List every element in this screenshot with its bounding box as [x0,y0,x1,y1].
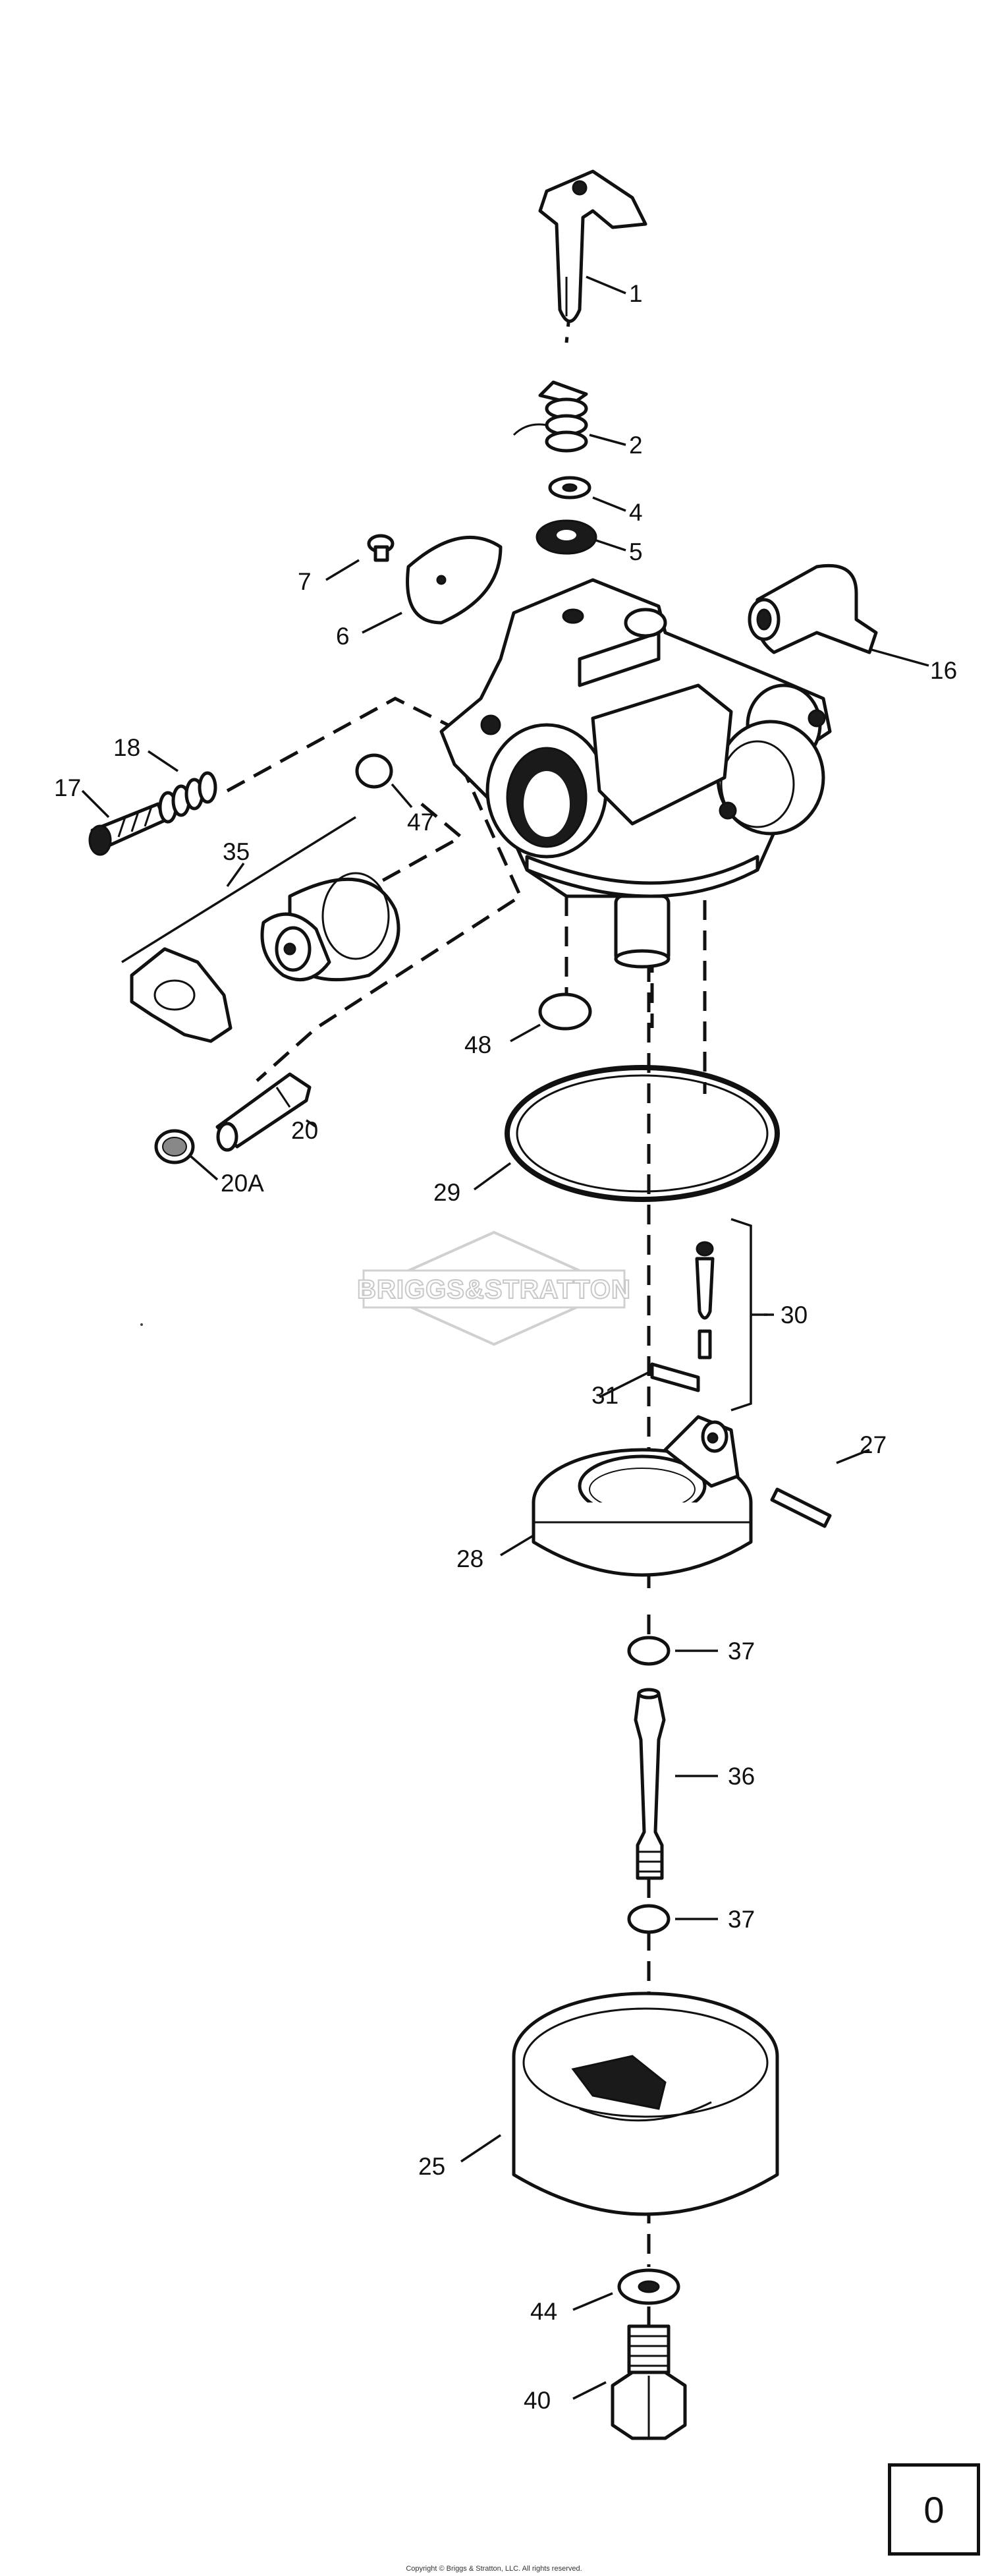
part-pump-cap [154,1129,195,1164]
part-main-jet-nozzle [634,1688,666,1880]
copyright-notice: Copyright © Briggs & Stratton, LLC. All … [406,2565,582,2573]
label-part-20a: 20A [221,1170,264,1197]
label-part-44: 44 [530,2298,557,2325]
part-washer [548,476,591,500]
label-part-18: 18 [113,734,140,761]
part-o-ring-small [355,753,393,789]
part-primer-bulb [130,872,400,1043]
label-part-4: 4 [629,499,643,526]
label-part-27: 27 [860,1431,887,1458]
page-number: 0 [923,2488,945,2531]
part-fuel-inlet-elbow [748,563,878,654]
label-part-48: 48 [464,1031,491,1058]
part-welch-plug [538,992,592,1031]
part-dust-seal [535,519,597,555]
label-part-28: 28 [456,1545,483,1572]
part-float [532,1415,753,1577]
label-part-31: 31 [591,1382,618,1409]
part-needle-clip [650,1362,700,1392]
label-part-6: 6 [336,623,350,650]
part-pump-pin [215,1072,312,1152]
leader-lines [81,275,929,2400]
part-bowl-nut [611,2324,687,2440]
label-part-47: 47 [407,809,434,836]
part-float-bowl [512,1991,779,2216]
label-part-16: 16 [930,657,957,684]
label-part-20: 20 [291,1117,318,1144]
part-bowl-washer-upper [627,1636,671,1666]
label-part-17: 17 [54,774,81,801]
label-part-35: 35 [223,838,250,865]
label-part-36: 36 [728,1763,755,1790]
part-idle-screw-spring [158,771,217,824]
label-part-7: 7 [298,568,312,595]
part-choke-plate [406,536,503,625]
part-inlet-needle [695,1241,715,1360]
part-choke-shaft [538,169,647,323]
watermark-text: BRIGGS&STRATTON [357,1275,631,1304]
label-part-25: 25 [418,2153,445,2180]
stray-dot [140,1323,143,1326]
label-part-1: 1 [629,280,643,307]
part-float-bowl-gasket [505,1065,780,1202]
label-part-29: 29 [433,1179,460,1206]
label-part-37-upper: 37 [728,1638,755,1665]
label-part-37-lower: 37 [728,1906,755,1933]
label-part-40: 40 [524,2387,551,2414]
part-labels: 1 2 4 5 7 6 16 18 17 47 35 48 20 20A 29 … [54,280,957,2414]
part-choke-plate-screw [367,534,395,562]
part-bowl-washer-lower [627,1904,671,1934]
part-float-hinge-pin [770,1487,832,1528]
part-spring [512,380,588,453]
part-idle-speed-screw [88,802,167,856]
label-part-30: 30 [781,1302,808,1329]
label-part-2: 2 [629,432,643,459]
part-bowl-nut-washer [617,2268,680,2305]
watermark-logo: BRIGGS&STRATTON [356,1230,631,1346]
label-part-5: 5 [629,538,643,565]
page-number-box: 0 [888,2463,980,2556]
part-carburetor-body [439,578,832,969]
